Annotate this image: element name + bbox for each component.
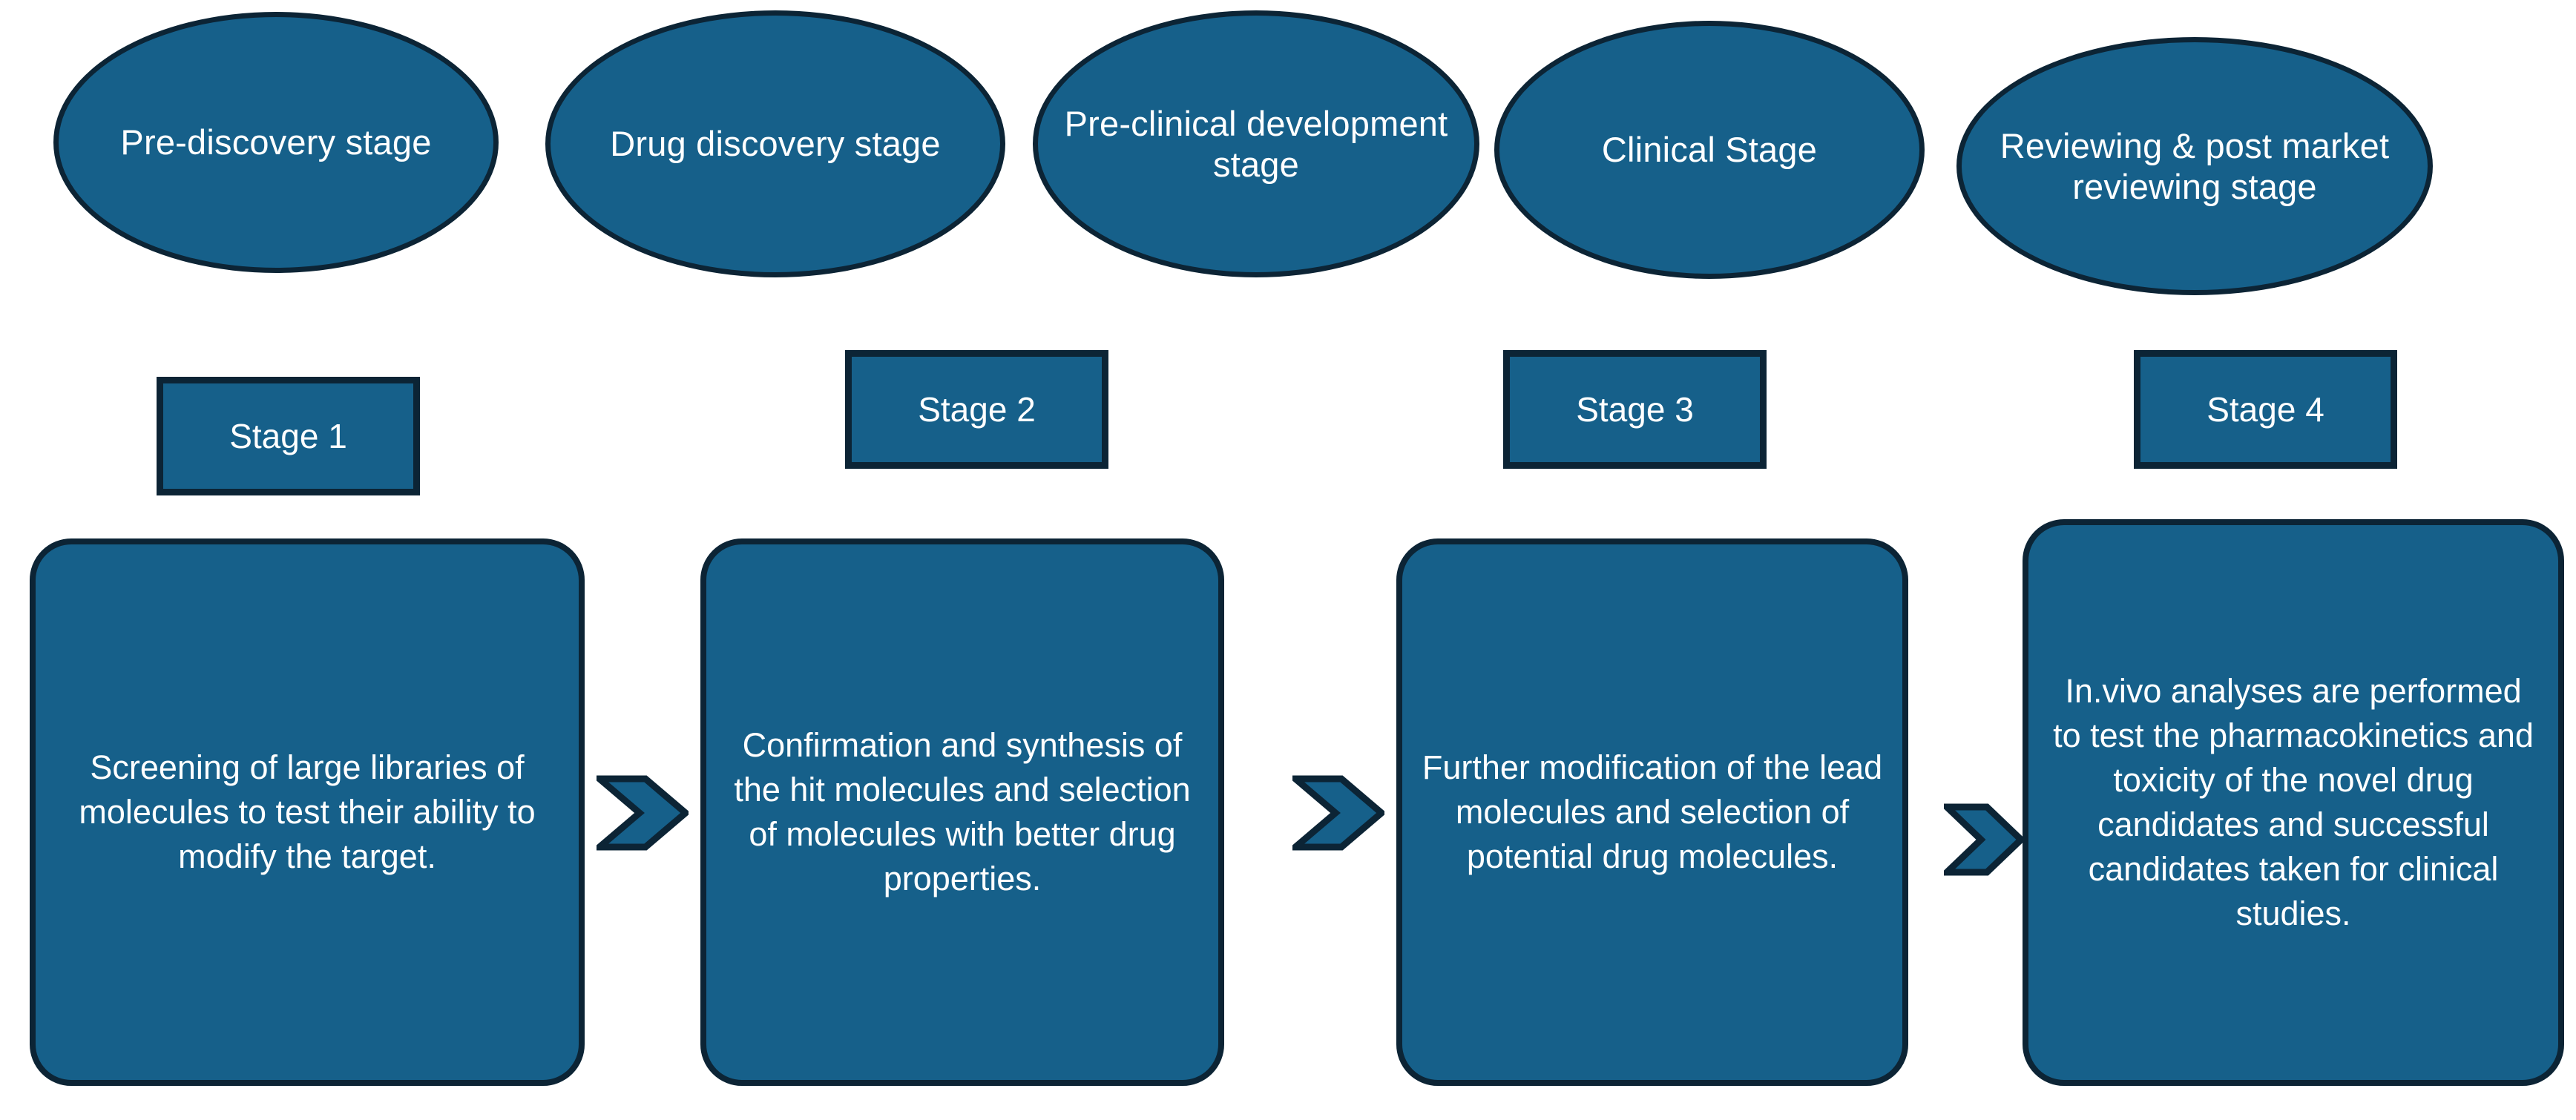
- stage-marker-1[interactable]: Stage 1: [157, 377, 420, 495]
- stage-ellipse-label: Pre-discovery stage: [120, 122, 432, 162]
- description-text: Further modification of the lead molecul…: [1422, 748, 1883, 875]
- description-box-2[interactable]: Confirmation and synthesis of the hit mo…: [700, 538, 1224, 1086]
- description-box-1[interactable]: Screening of large libraries of molecule…: [30, 538, 585, 1086]
- description-text: Screening of large libraries of molecule…: [79, 748, 536, 875]
- stage-ellipse-label: Reviewing & post market reviewing stage: [2000, 125, 2390, 206]
- stage-marker-label: Stage 4: [2207, 389, 2324, 429]
- description-text: In.vivo analyses are performed to test t…: [2053, 672, 2534, 932]
- stage-marker-2[interactable]: Stage 2: [845, 350, 1108, 469]
- stage-ellipse-reviewing-post-market[interactable]: Reviewing & post market reviewing stage: [1956, 37, 2433, 295]
- stage-marker-label: Stage 3: [1576, 389, 1694, 429]
- stage-ellipse-clinical[interactable]: Clinical Stage: [1494, 21, 1925, 279]
- stage-ellipse-label: Drug discovery stage: [610, 124, 941, 164]
- stage-marker-label: Stage 1: [229, 416, 347, 455]
- stage-ellipse-pre-discovery[interactable]: Pre-discovery stage: [53, 12, 499, 273]
- stage-ellipse-pre-clinical-development[interactable]: Pre-clinical development stage: [1033, 10, 1479, 277]
- stage-ellipse-label: Clinical Stage: [1601, 130, 1818, 170]
- stage-marker-4[interactable]: Stage 4: [2134, 350, 2397, 469]
- chevron-arrow-3-icon: [1944, 801, 2024, 878]
- stage-marker-label: Stage 2: [918, 389, 1036, 429]
- description-text: Confirmation and synthesis of the hit mo…: [734, 726, 1191, 897]
- stage-marker-3[interactable]: Stage 3: [1503, 350, 1767, 469]
- stage-ellipse-label: Pre-clinical development stage: [1064, 103, 1448, 184]
- chevron-arrow-2-icon: [1292, 773, 1384, 853]
- description-box-4[interactable]: In.vivo analyses are performed to test t…: [2023, 519, 2564, 1086]
- chevron-arrow-1-icon: [597, 773, 689, 853]
- description-box-3[interactable]: Further modification of the lead molecul…: [1396, 538, 1908, 1086]
- stage-ellipse-drug-discovery[interactable]: Drug discovery stage: [545, 10, 1005, 277]
